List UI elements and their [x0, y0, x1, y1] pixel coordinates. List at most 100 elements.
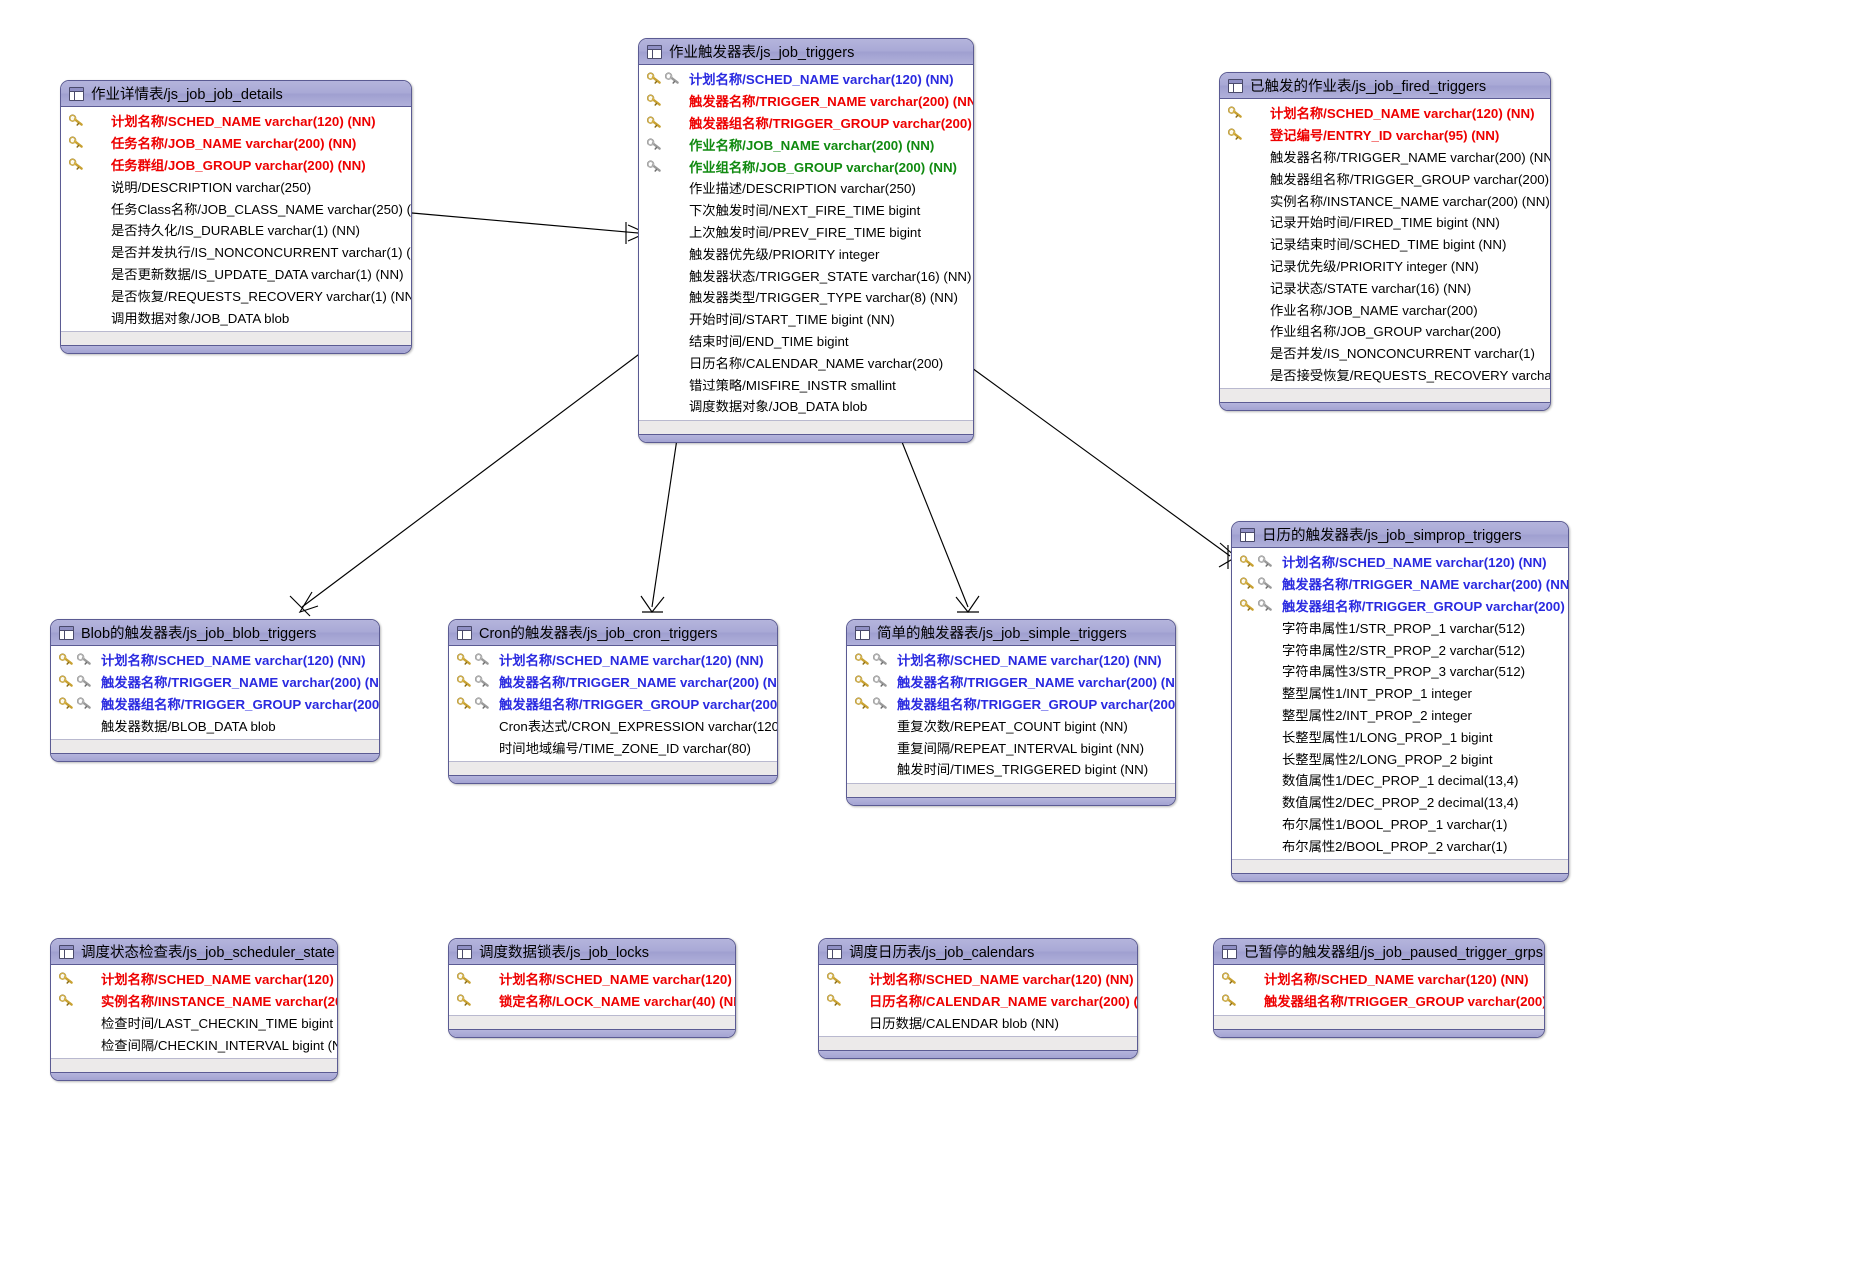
field-row[interactable]: 数值属性2/DEC_PROP_2 decimal(13,4): [1232, 791, 1568, 813]
field-row[interactable]: 整型属性2/INT_PROP_2 integer: [1232, 704, 1568, 726]
entity-js_job_blob_triggers[interactable]: Blob的触发器表/js_job_blob_triggers 计划名称/SCHED…: [50, 619, 380, 763]
field-row[interactable]: 记录优先级/PRIORITY integer (NN): [1220, 255, 1550, 277]
entity-js_job_simple_triggers[interactable]: 简单的触发器表/js_job_simple_triggers 计划名称/SCHED…: [846, 619, 1176, 806]
entity-js_job_job_details[interactable]: 作业详情表/js_job_job_details 计划名称/SCHED_NAME …: [60, 80, 412, 354]
field-row[interactable]: 重复间隔/REPEAT_INTERVAL bigint (NN): [847, 736, 1175, 758]
field-row[interactable]: 实例名称/INSTANCE_NAME varchar(200) (NN): [51, 990, 337, 1012]
field-row[interactable]: 触发器名称/TRIGGER_NAME varchar(200) (NN): [1220, 146, 1550, 168]
field-row[interactable]: 作业组名称/JOB_GROUP varchar(200): [1220, 320, 1550, 342]
field-row[interactable]: 是否并发执行/IS_NONCONCURRENT varchar(1) (NN): [61, 241, 411, 263]
entity-js_job_simprop_triggers[interactable]: 日历的触发器表/js_job_simprop_triggers 计划名称/SCHE…: [1231, 521, 1569, 883]
field-row[interactable]: 日历名称/CALENDAR_NAME varchar(200): [639, 351, 973, 373]
field-row[interactable]: 重复次数/REPEAT_COUNT bigint (NN): [847, 714, 1175, 736]
field-row[interactable]: 字符串属性3/STR_PROP_3 varchar(512): [1232, 660, 1568, 682]
field-row[interactable]: 触发器组名称/TRIGGER_GROUP varchar(200) (NN): [449, 693, 777, 715]
field-row[interactable]: 检查时间/LAST_CHECKIN_TIME bigint (NN): [51, 1012, 337, 1034]
field-row[interactable]: 触发器名称/TRIGGER_NAME varchar(200) (NN): [639, 90, 973, 112]
entity-header-js_job_cron_triggers[interactable]: Cron的触发器表/js_job_cron_triggers: [449, 620, 777, 646]
entity-header-js_job_scheduler_state[interactable]: 调度状态检查表/js_job_scheduler_state: [51, 939, 337, 965]
field-row[interactable]: 作业名称/JOB_NAME varchar(200): [1220, 298, 1550, 320]
field-row[interactable]: 作业描述/DESCRIPTION varchar(250): [639, 177, 973, 199]
entity-js_job_triggers[interactable]: 作业触发器表/js_job_triggers 计划名称/SCHED_NAME va…: [638, 38, 974, 443]
entity-header-js_job_simple_triggers[interactable]: 简单的触发器表/js_job_simple_triggers: [847, 620, 1175, 646]
field-row[interactable]: 结束时间/END_TIME bigint: [639, 330, 973, 352]
field-row[interactable]: 字符串属性1/STR_PROP_1 varchar(512): [1232, 616, 1568, 638]
field-row[interactable]: 计划名称/SCHED_NAME varchar(120) (NN): [61, 110, 411, 132]
field-row[interactable]: 计划名称/SCHED_NAME varchar(120) (NN): [449, 649, 777, 671]
field-row[interactable]: 上次触发时间/PREV_FIRE_TIME bigint: [639, 221, 973, 243]
field-row[interactable]: 长整型属性1/LONG_PROP_1 bigint: [1232, 725, 1568, 747]
field-row[interactable]: 计划名称/SCHED_NAME varchar(120) (NN): [449, 968, 735, 990]
entity-js_job_cron_triggers[interactable]: Cron的触发器表/js_job_cron_triggers 计划名称/SCHED…: [448, 619, 778, 784]
field-row[interactable]: 触发器组名称/TRIGGER_GROUP varchar(200) (NN): [51, 693, 379, 715]
field-row[interactable]: 错过策略/MISFIRE_INSTR smallint: [639, 373, 973, 395]
field-row[interactable]: 下次触发时间/NEXT_FIRE_TIME bigint: [639, 199, 973, 221]
entity-js_job_calendars[interactable]: 调度日历表/js_job_calendars 计划名称/SCHED_NAME va…: [818, 938, 1138, 1060]
entity-header-js_job_locks[interactable]: 调度数据锁表/js_job_locks: [449, 939, 735, 965]
field-row[interactable]: 是否并发/IS_NONCONCURRENT varchar(1): [1220, 342, 1550, 364]
field-row[interactable]: 触发器名称/TRIGGER_NAME varchar(200) (NN): [1232, 573, 1568, 595]
field-row[interactable]: 长整型属性2/LONG_PROP_2 bigint: [1232, 747, 1568, 769]
field-row[interactable]: 是否恢复/REQUESTS_RECOVERY varchar(1) (NN): [61, 284, 411, 306]
field-row[interactable]: 计划名称/SCHED_NAME varchar(120) (NN): [847, 649, 1175, 671]
field-row[interactable]: 登记编号/ENTRY_ID varchar(95) (NN): [1220, 124, 1550, 146]
field-row[interactable]: 触发器状态/TRIGGER_STATE varchar(16) (NN): [639, 264, 973, 286]
field-row[interactable]: 说明/DESCRIPTION varchar(250): [61, 175, 411, 197]
field-row[interactable]: 任务Class名称/JOB_CLASS_NAME varchar(250) (N…: [61, 197, 411, 219]
field-row[interactable]: 触发器组名称/TRIGGER_GROUP varchar(200) (NN): [639, 112, 973, 134]
field-row[interactable]: 计划名称/SCHED_NAME varchar(120) (NN): [1214, 968, 1544, 990]
field-row[interactable]: 触发器名称/TRIGGER_NAME varchar(200) (NN): [847, 671, 1175, 693]
field-row[interactable]: 任务名称/JOB_NAME varchar(200) (NN): [61, 132, 411, 154]
field-row[interactable]: 时间地域编号/TIME_ZONE_ID varchar(80): [449, 736, 777, 758]
field-row[interactable]: 是否持久化/IS_DURABLE varchar(1) (NN): [61, 219, 411, 241]
field-row[interactable]: 计划名称/SCHED_NAME varchar(120) (NN): [639, 68, 973, 90]
entity-js_job_locks[interactable]: 调度数据锁表/js_job_locks 计划名称/SCHED_NAME varch…: [448, 938, 736, 1038]
entity-js_job_fired_triggers[interactable]: 已触发的作业表/js_job_fired_triggers 计划名称/SCHED_…: [1219, 72, 1551, 412]
field-row[interactable]: 布尔属性2/BOOL_PROP_2 varchar(1): [1232, 834, 1568, 856]
field-row[interactable]: 日历数据/CALENDAR blob (NN): [819, 1012, 1137, 1034]
field-row[interactable]: 字符串属性2/STR_PROP_2 varchar(512): [1232, 638, 1568, 660]
field-row[interactable]: 触发器组名称/TRIGGER_GROUP varchar(200) (NN): [847, 693, 1175, 715]
field-row[interactable]: 记录结束时间/SCHED_TIME bigint (NN): [1220, 233, 1550, 255]
field-row[interactable]: 调用数据对象/JOB_DATA blob: [61, 306, 411, 328]
entity-header-js_job_blob_triggers[interactable]: Blob的触发器表/js_job_blob_triggers: [51, 620, 379, 646]
field-row[interactable]: 记录状态/STATE varchar(16) (NN): [1220, 276, 1550, 298]
field-row[interactable]: 计划名称/SCHED_NAME varchar(120) (NN): [51, 968, 337, 990]
field-row[interactable]: 整型属性1/INT_PROP_1 integer: [1232, 682, 1568, 704]
field-row[interactable]: 记录开始时间/FIRED_TIME bigint (NN): [1220, 211, 1550, 233]
field-row[interactable]: 触发器组名称/TRIGGER_GROUP varchar(200) (NN): [1220, 167, 1550, 189]
field-row[interactable]: 计划名称/SCHED_NAME varchar(120) (NN): [1220, 102, 1550, 124]
field-row[interactable]: 实例名称/INSTANCE_NAME varchar(200) (NN): [1220, 189, 1550, 211]
entity-header-js_job_paused_trigger_grps[interactable]: 已暂停的触发器组/js_job_paused_trigger_grps: [1214, 939, 1544, 965]
field-row[interactable]: 触发器组名称/TRIGGER_GROUP varchar(200) (NN): [1214, 990, 1544, 1012]
field-row[interactable]: 日历名称/CALENDAR_NAME varchar(200) (NN): [819, 990, 1137, 1012]
entity-header-js_job_simprop_triggers[interactable]: 日历的触发器表/js_job_simprop_triggers: [1232, 522, 1568, 548]
entity-js_job_scheduler_state[interactable]: 调度状态检查表/js_job_scheduler_state 计划名称/SCHED…: [50, 938, 338, 1082]
field-row[interactable]: 触发器数据/BLOB_DATA blob: [51, 714, 379, 736]
field-row[interactable]: 是否接受恢复/REQUESTS_RECOVERY varchar(1): [1220, 364, 1550, 386]
field-row[interactable]: 计划名称/SCHED_NAME varchar(120) (NN): [51, 649, 379, 671]
entity-header-js_job_calendars[interactable]: 调度日历表/js_job_calendars: [819, 939, 1137, 965]
field-row[interactable]: 触发器优先级/PRIORITY integer: [639, 242, 973, 264]
field-row[interactable]: 作业名称/JOB_NAME varchar(200) (NN): [639, 133, 973, 155]
field-row[interactable]: 布尔属性1/BOOL_PROP_1 varchar(1): [1232, 813, 1568, 835]
field-row[interactable]: 锁定名称/LOCK_NAME varchar(40) (NN): [449, 990, 735, 1012]
entity-header-js_job_fired_triggers[interactable]: 已触发的作业表/js_job_fired_triggers: [1220, 73, 1550, 99]
field-row[interactable]: 任务群组/JOB_GROUP varchar(200) (NN): [61, 154, 411, 176]
entity-header-js_job_triggers[interactable]: 作业触发器表/js_job_triggers: [639, 39, 973, 65]
field-row[interactable]: 计划名称/SCHED_NAME varchar(120) (NN): [819, 968, 1137, 990]
field-row[interactable]: 开始时间/START_TIME bigint (NN): [639, 308, 973, 330]
field-row[interactable]: 触发器名称/TRIGGER_NAME varchar(200) (NN): [449, 671, 777, 693]
field-row[interactable]: Cron表达式/CRON_EXPRESSION varchar(120) (NN…: [449, 714, 777, 736]
entity-js_job_paused_trigger_grps[interactable]: 已暂停的触发器组/js_job_paused_trigger_grps 计划名称/…: [1213, 938, 1545, 1038]
entity-header-js_job_job_details[interactable]: 作业详情表/js_job_job_details: [61, 81, 411, 107]
field-row[interactable]: 触发器组名称/TRIGGER_GROUP varchar(200) (NN): [1232, 595, 1568, 617]
field-row[interactable]: 数值属性1/DEC_PROP_1 decimal(13,4): [1232, 769, 1568, 791]
field-row[interactable]: 计划名称/SCHED_NAME varchar(120) (NN): [1232, 551, 1568, 573]
field-row[interactable]: 作业组名称/JOB_GROUP varchar(200) (NN): [639, 155, 973, 177]
field-row[interactable]: 调度数据对象/JOB_DATA blob: [639, 395, 973, 417]
field-row[interactable]: 触发器类型/TRIGGER_TYPE varchar(8) (NN): [639, 286, 973, 308]
field-row[interactable]: 是否更新数据/IS_UPDATE_DATA varchar(1) (NN): [61, 263, 411, 285]
field-row[interactable]: 触发时间/TIMES_TRIGGERED bigint (NN): [847, 758, 1175, 780]
field-row[interactable]: 检查间隔/CHECKIN_INTERVAL bigint (NN): [51, 1033, 337, 1055]
